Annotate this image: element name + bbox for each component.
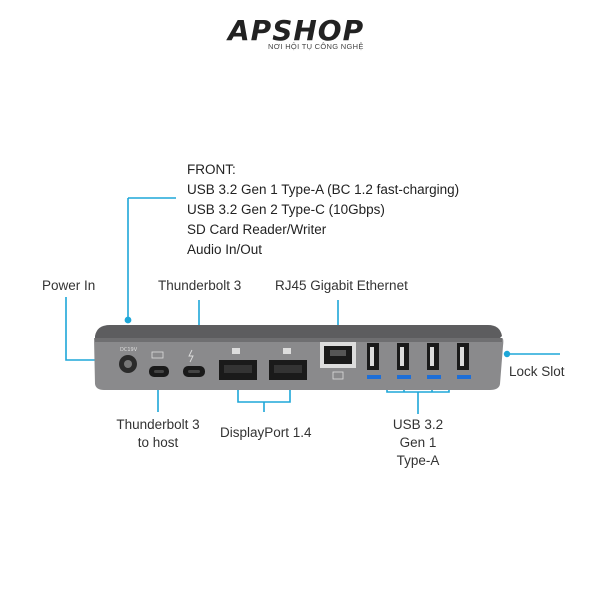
tb3-host-line-2: to host <box>137 435 179 450</box>
front-line-1: USB 3.2 Gen 1 Type-A (BC 1.2 fast-chargi… <box>187 182 460 197</box>
front-ports-callout: FRONT: USB 3.2 Gen 1 Type-A (BC 1.2 fast… <box>187 160 459 260</box>
power-in-label: Power In <box>42 278 96 293</box>
brand-tagline: NƠI HỘI TỤ CÔNG NGHỆ <box>268 42 364 51</box>
usb-a-ports <box>367 343 471 379</box>
svg-text:DC19V: DC19V <box>120 347 138 353</box>
lock-slot-label: Lock Slot <box>509 364 565 379</box>
displayport-label: DisplayPort 1.4 <box>220 425 312 440</box>
usb-line-3: Type-A <box>396 453 440 468</box>
front-line-2: USB 3.2 Gen 2 Type-C (10Gbps) <box>187 202 385 217</box>
power-jack: DC19V <box>119 347 138 373</box>
front-line-3: SD Card Reader/Writer <box>187 222 327 237</box>
lock-dot <box>503 350 511 358</box>
rj45-label: RJ45 Gigabit Ethernet <box>275 278 408 293</box>
tb3-host-port <box>149 351 169 377</box>
dp-bracket <box>237 388 291 403</box>
tb3-port <box>183 349 205 377</box>
usb-a-label: USB 3.2 Gen 1 Type-A <box>378 416 458 470</box>
tb3-host-label: Thunderbolt 3 to host <box>110 416 206 452</box>
thunderbolt3-label: Thunderbolt 3 <box>158 278 242 293</box>
front-line-4: Audio In/Out <box>187 242 263 257</box>
brand-logo: APSHOP NƠI HỘI TỤ CÔNG NGHỆ <box>228 14 378 54</box>
displayport-2 <box>269 348 307 380</box>
dock-top <box>95 325 502 338</box>
usb-line-2: Gen 1 <box>399 435 437 450</box>
usb-line-1: USB 3.2 <box>392 417 444 432</box>
rj45-port <box>320 342 356 380</box>
front-leader-dot <box>124 316 132 324</box>
displayport-1 <box>219 348 257 380</box>
brand-name: APSHOP <box>228 14 365 47</box>
front-title: FRONT: <box>187 162 236 177</box>
tb3-host-line-1: Thunderbolt 3 <box>116 417 200 432</box>
dock-body <box>94 325 504 390</box>
